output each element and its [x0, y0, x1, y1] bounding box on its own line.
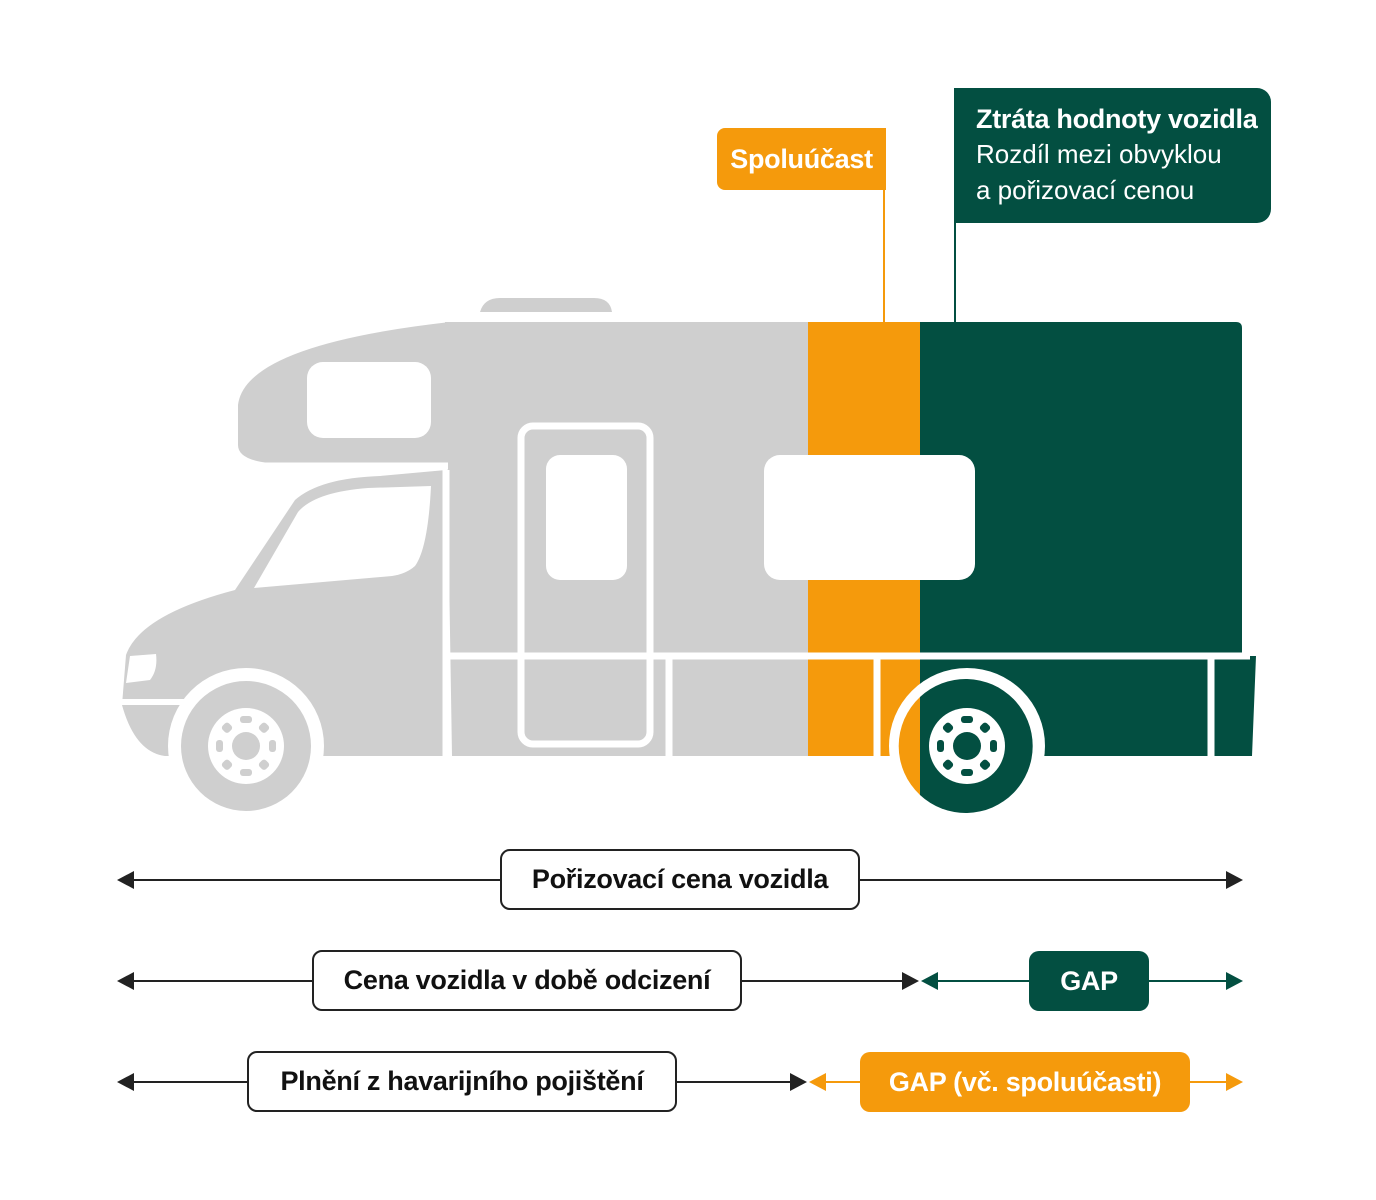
ztrata-desc-line2: a pořizovací cenou — [976, 175, 1195, 205]
rear-wheel-icon — [889, 668, 1045, 824]
side-window — [764, 455, 975, 580]
headlight-icon — [126, 654, 157, 683]
label-gap: GAP — [1029, 951, 1149, 1011]
ztrata-title: Ztráta hodnoty vozidla — [976, 104, 1258, 134]
label-cena-odcizeni: Cena vozidla v době odcizení — [312, 950, 742, 1011]
label-porizovaci-cena: Pořizovací cena vozidla — [500, 849, 860, 910]
label-plneni: Plnění z havarijního pojištění — [247, 1051, 677, 1112]
label-gap-spoluucast: GAP (vč. spoluúčasti) — [860, 1052, 1190, 1112]
ztrata-desc-line1: Rozdíl mezi obvyklou — [976, 139, 1222, 169]
windshield — [254, 486, 431, 588]
vehicle-outline-lines — [238, 462, 1250, 756]
front-wheel-icon — [168, 668, 324, 824]
door-icon — [517, 422, 654, 748]
door-window — [546, 455, 627, 580]
upper-window — [307, 362, 431, 438]
ztrata-callout: Ztráta hodnoty vozidla Rozdíl mezi obvyk… — [954, 88, 1271, 223]
spoluucast-callout: Spoluúčast — [717, 128, 886, 190]
